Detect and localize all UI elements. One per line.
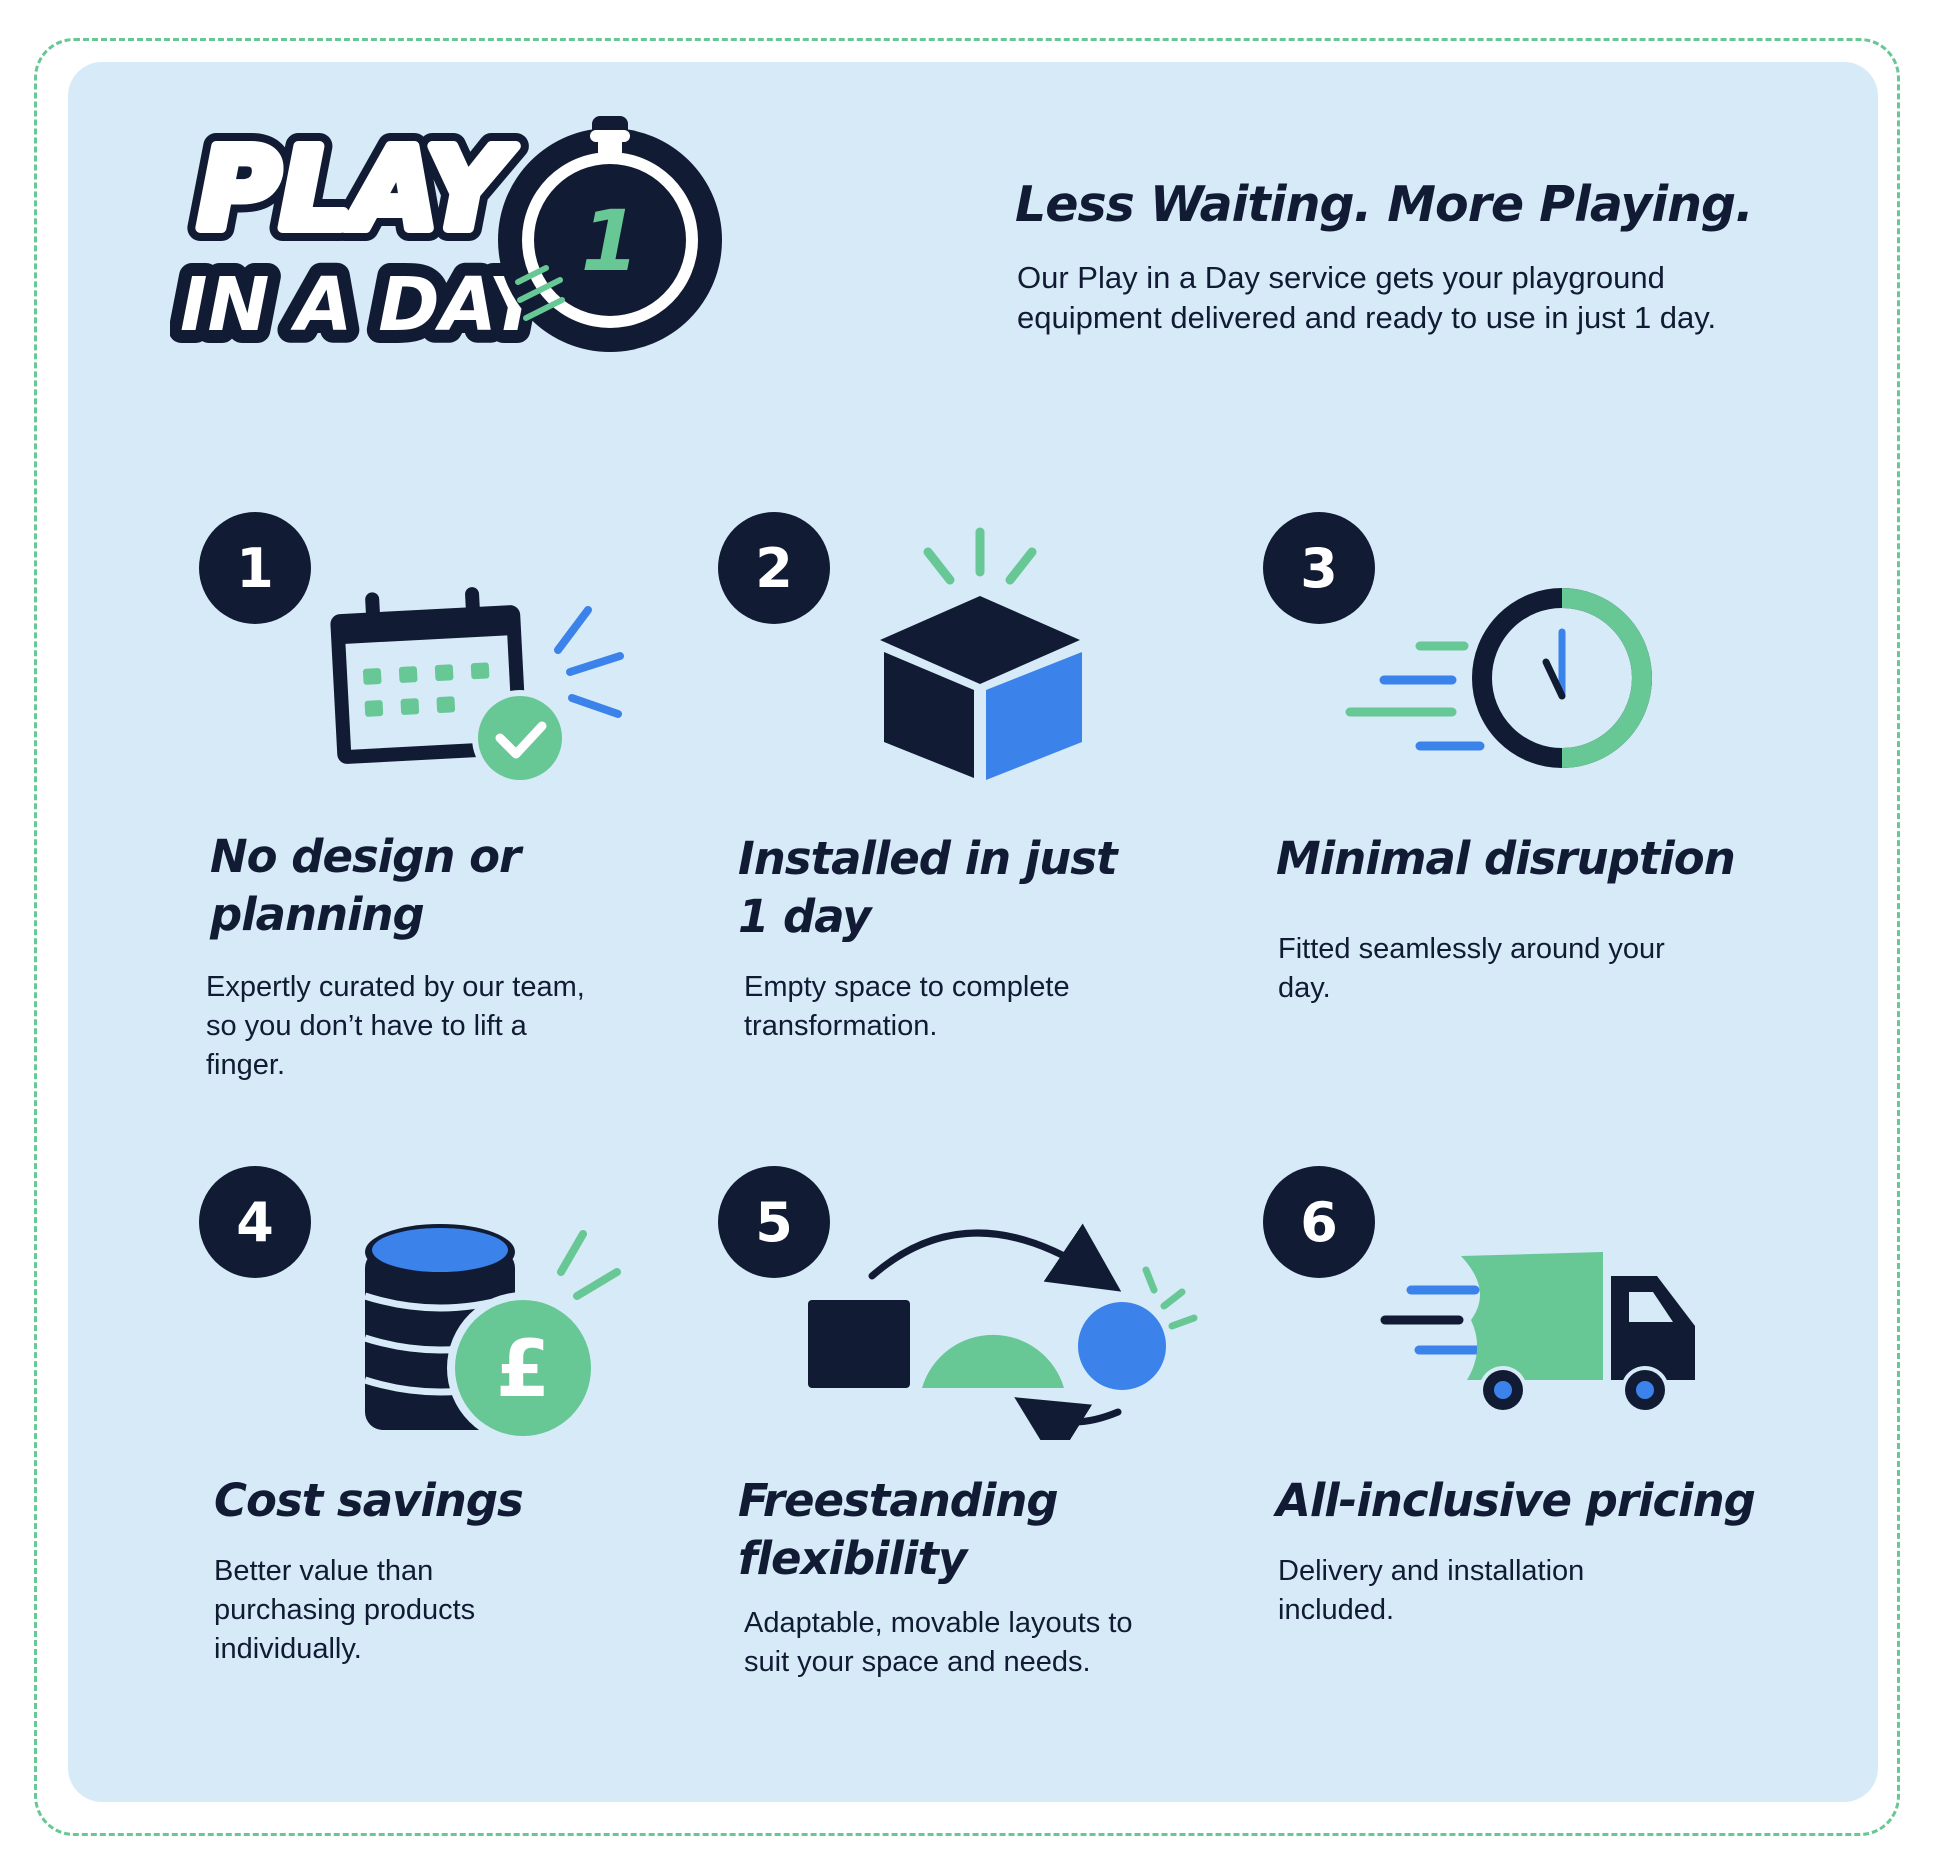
tagline-title: Less Waiting. More Playing. xyxy=(1015,176,1754,233)
feature-title-2: Installed in just 1 day xyxy=(738,832,1118,943)
stopwatch-icon: 1 xyxy=(498,116,722,352)
content-panel xyxy=(68,62,1878,1802)
play-in-a-day-logo: PLAY IN A DAY PLAY PLAY IN A DAY 1 xyxy=(170,112,722,361)
feature-number-4: 4 xyxy=(199,1166,311,1278)
feature-desc-5: Adaptable, movable layouts to suit your … xyxy=(744,1607,1133,1678)
box-icon xyxy=(880,527,1082,780)
feature-desc-6: Delivery and installation included. xyxy=(1278,1555,1585,1626)
feature-title-5: Freestanding flexibility xyxy=(738,1474,1059,1585)
feature-title-4: Cost savings xyxy=(214,1474,524,1527)
feature-number-2: 2 xyxy=(718,512,830,624)
logo-badge-number: 1 xyxy=(581,192,639,290)
coins-pound-icon: £ xyxy=(363,1224,621,1444)
logo-line1-fill: PLAY xyxy=(198,125,516,255)
feature-number-5: 5 xyxy=(718,1166,830,1278)
delivery-truck-icon xyxy=(1380,1252,1695,1414)
feature-desc-1: Expertly curated by our team, so you don… xyxy=(206,971,585,1081)
shapes-layout-icon xyxy=(808,1223,1198,1440)
logo-line1: PLAY xyxy=(198,125,516,255)
feature-desc-2: Empty space to complete transformation. xyxy=(744,971,1070,1042)
feature-number-1: 1 xyxy=(199,512,311,624)
feature-desc-4: Better value than purchasing products in… xyxy=(214,1555,476,1665)
logo-line2-shadow: IN A DAY xyxy=(180,262,548,348)
feature-number-6: 6 xyxy=(1263,1166,1375,1278)
speed-lines-icon xyxy=(515,265,565,321)
calendar-check-icon xyxy=(330,587,624,786)
feature-title-6: All-inclusive pricing xyxy=(1276,1474,1756,1527)
feature-title-1: No design or planning xyxy=(210,830,521,941)
tagline-text: Our Play in a Day service gets your play… xyxy=(1017,260,1717,335)
feature-desc-3: Fitted seamlessly around your day. xyxy=(1278,933,1665,1004)
logo-line1-shadow: PLAY xyxy=(198,125,516,255)
dashed-border xyxy=(34,38,1900,1836)
logo-line2: IN A DAY xyxy=(180,262,548,348)
feature-title-3: Minimal disruption xyxy=(1276,832,1736,885)
svg-text:£: £ xyxy=(496,1325,550,1415)
feature-number-3: 3 xyxy=(1263,512,1375,624)
logo-outline: PLAY IN A DAY xyxy=(170,112,561,361)
clock-icon xyxy=(1345,588,1652,768)
